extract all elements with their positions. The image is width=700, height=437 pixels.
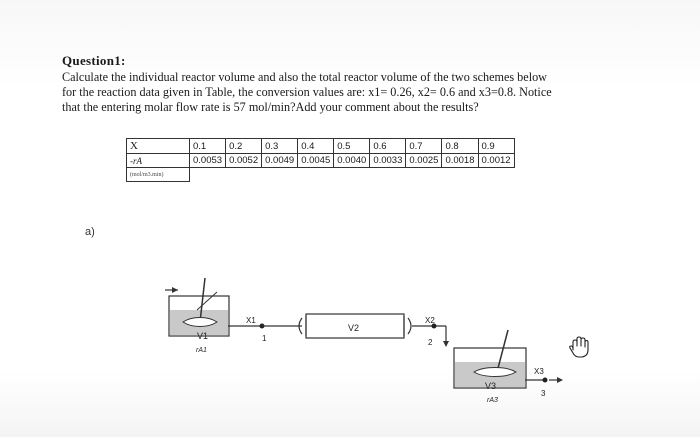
pfr-2 [262, 313, 449, 347]
table-row-units: (mol/m3.min) [126, 167, 515, 182]
question-line-2: for the reaction data given in Table, th… [62, 85, 552, 99]
reaction-data-table: X 0.1 0.2 0.3 0.4 0.5 0.6 0.7 0.8 0.9 -r… [126, 138, 515, 182]
cstr-3 [453, 329, 563, 389]
x2-label: X2 [425, 316, 435, 325]
cstr-1-sketch-line [196, 291, 218, 311]
x1-label: X1 [246, 316, 256, 325]
point-3-label: 3 [541, 389, 546, 398]
v1-label: V1 [197, 331, 208, 341]
cstr-3-shaft [496, 329, 509, 373]
cstr-3-impeller [473, 367, 517, 377]
ra3-label: rA3 [487, 397, 498, 404]
v2-label: V2 [348, 323, 359, 333]
v3-label: V3 [485, 381, 496, 391]
units-label: (mol/m3.min) [126, 167, 190, 182]
ra1-label: rA1 [196, 347, 207, 354]
cstr-1-shaft [199, 277, 206, 323]
part-label: a) [85, 226, 95, 238]
cstr-1-impeller [182, 317, 218, 327]
feed-arrow-1 [172, 287, 178, 293]
cstr-1-tank [168, 295, 230, 337]
units-row-blank [189, 167, 515, 182]
cstr-3-tank [453, 347, 527, 389]
pfr-right-cap [407, 317, 412, 335]
question-line-3: that the entering molar flow rate is 57 … [62, 100, 479, 114]
node-3 [542, 377, 548, 383]
ra-cell-2: 0.0052 [225, 153, 263, 168]
pfr-left-cap [298, 317, 303, 335]
question-body: Calculate the individual reactor volume … [62, 70, 652, 115]
table-row-x: X 0.1 0.2 0.3 0.4 0.5 0.6 0.7 0.8 0.9 [126, 138, 515, 154]
question-title: Question1: [62, 53, 126, 68]
x3-label: X3 [534, 367, 544, 376]
point-1-label: 1 [262, 334, 267, 343]
cstr-1 [165, 277, 265, 337]
point-2-label: 2 [428, 338, 433, 347]
hand-cursor-icon [569, 336, 589, 358]
feed-arrow-3 [443, 341, 449, 347]
node-2 [431, 323, 437, 329]
ra-cell-9: 0.0012 [477, 153, 515, 168]
question-line-1: Calculate the individual reactor volume … [62, 70, 547, 84]
final-outlet-arrow [557, 377, 563, 383]
